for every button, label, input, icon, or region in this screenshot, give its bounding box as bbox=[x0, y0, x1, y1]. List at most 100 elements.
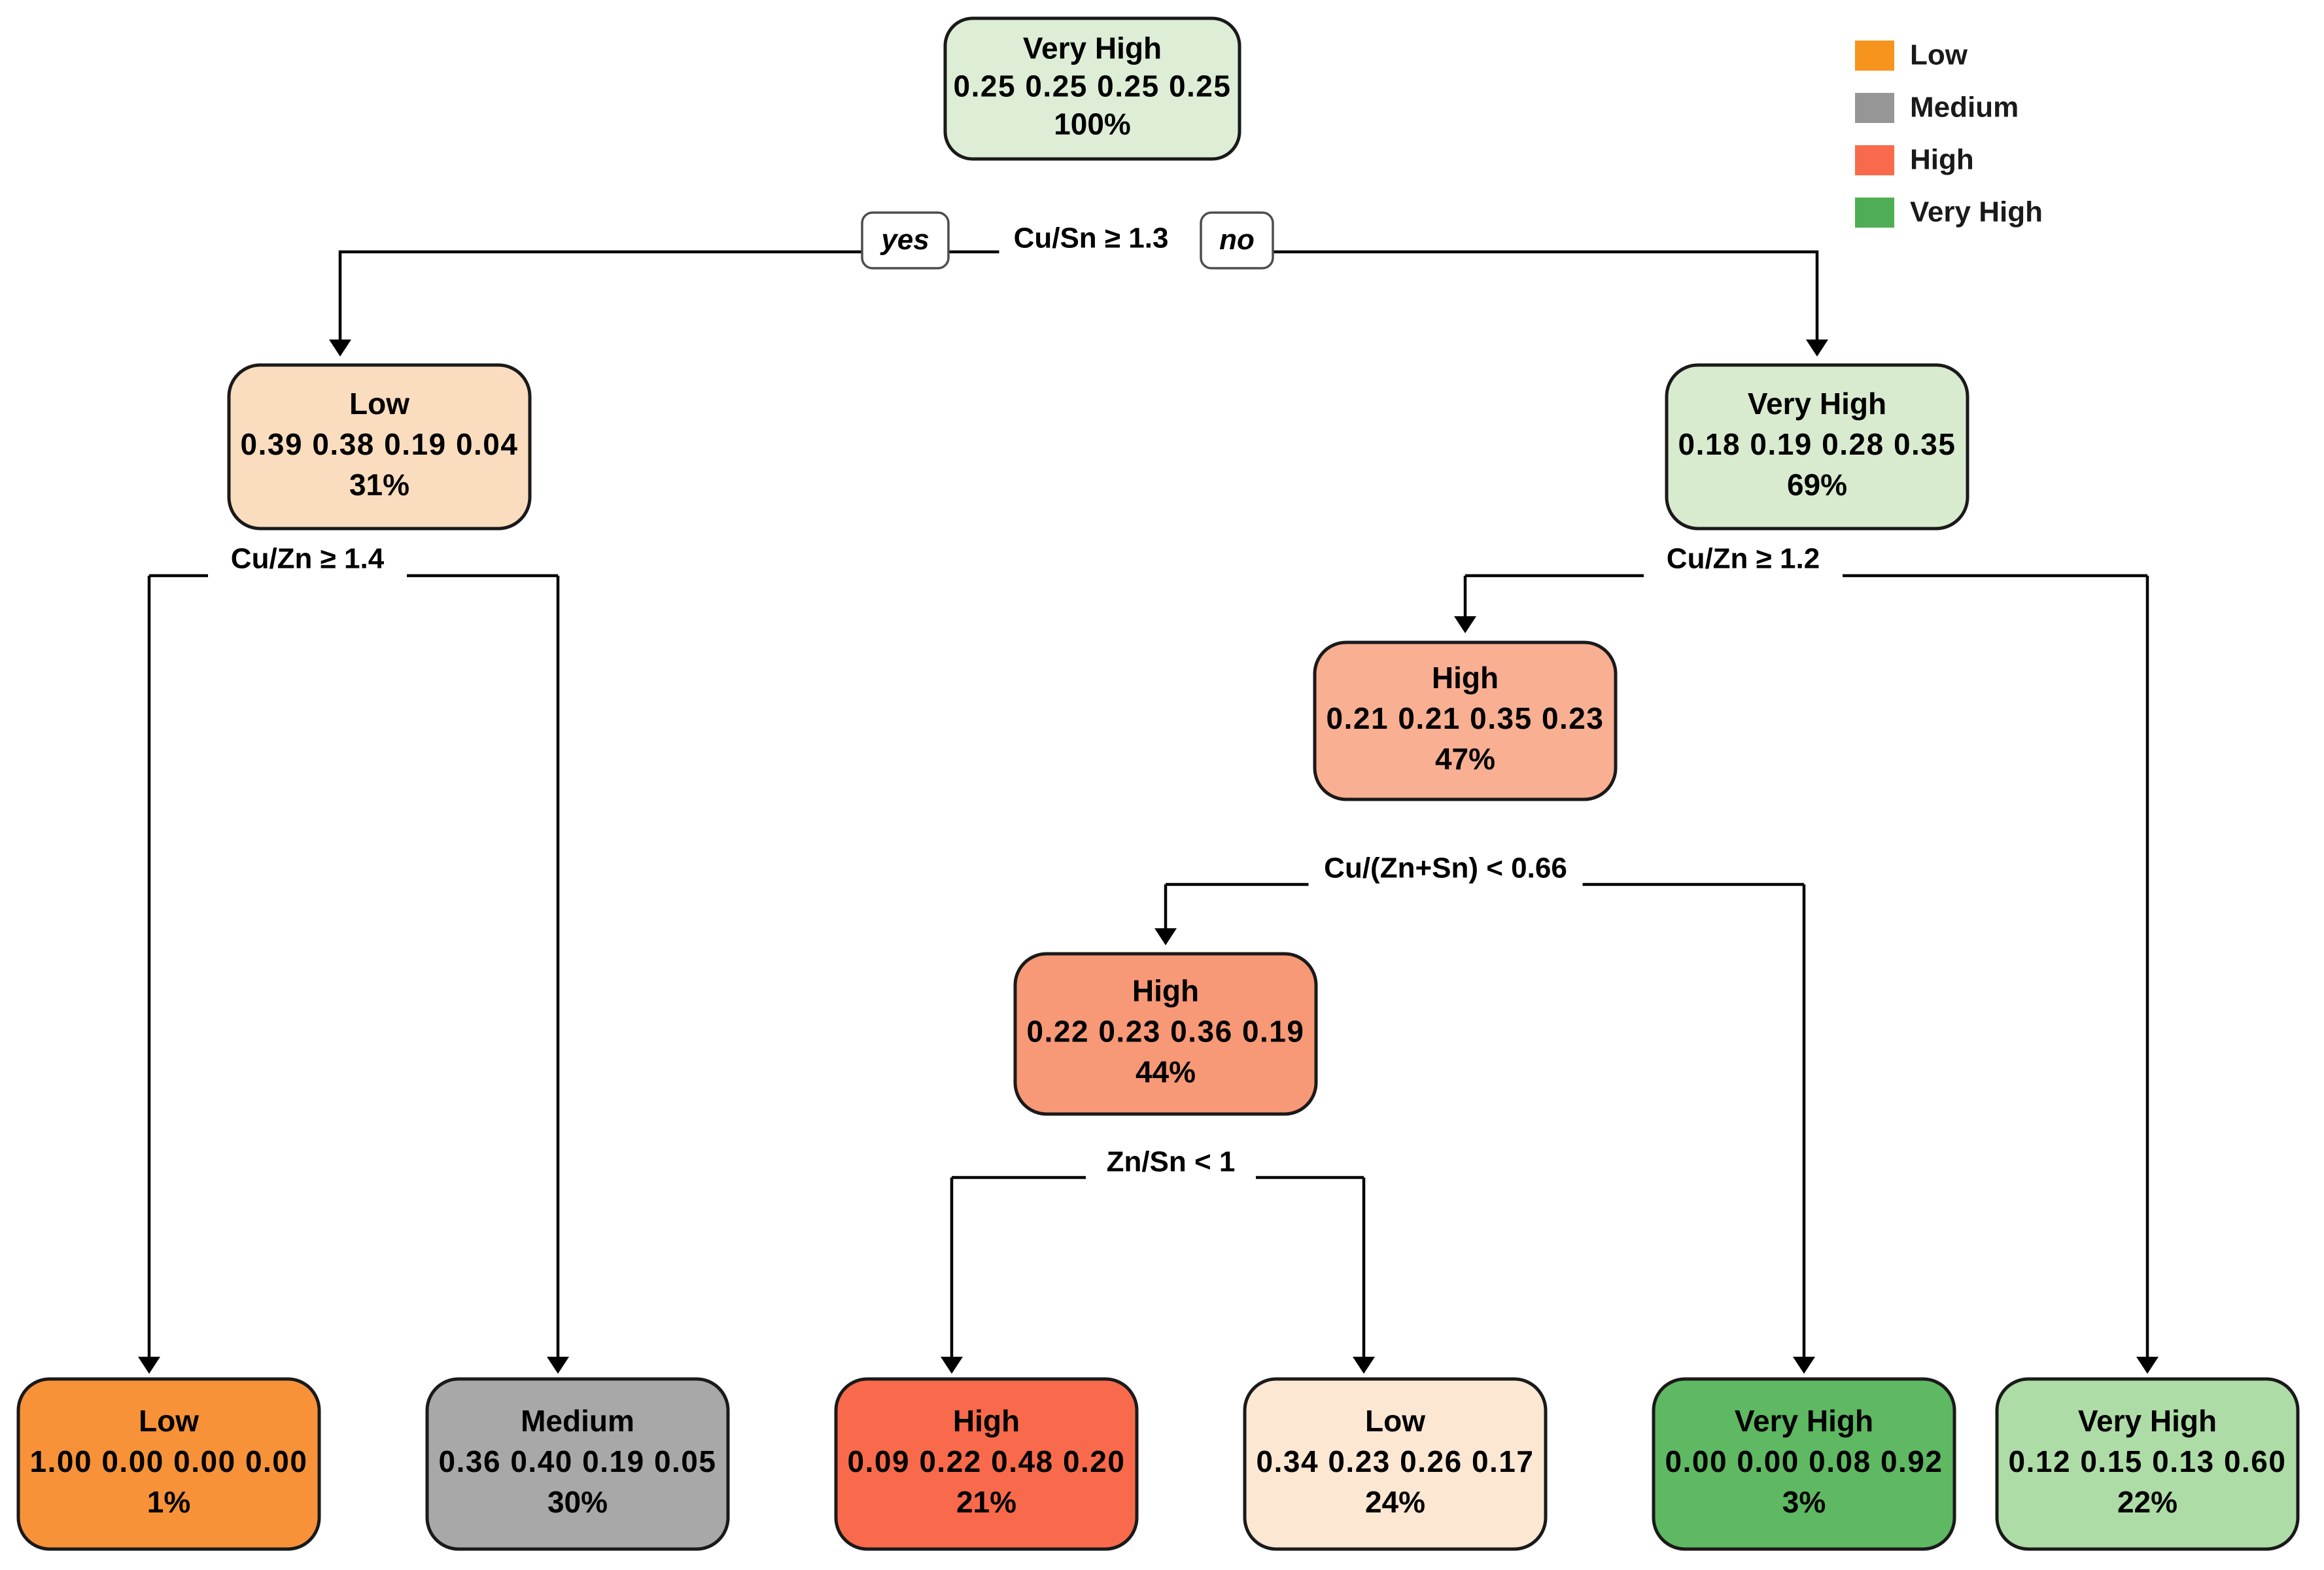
tree-node-leaf-vhigh-3[interactable]: Very High 0.00 0.00 0.08 0.92 3% bbox=[1652, 1377, 1956, 1551]
node-class-label: Very High bbox=[2078, 1404, 2217, 1438]
split-cu-sn: Cu/Sn ≥ 1.3 bbox=[1014, 222, 1169, 254]
tree-node-root[interactable]: Very High 0.25 0.25 0.25 0.25 100% bbox=[943, 16, 1241, 161]
node-class-label: Medium bbox=[521, 1404, 634, 1438]
edge-arrowhead bbox=[138, 1357, 160, 1374]
split-zn-sn: Zn/Sn < 1 bbox=[1107, 1146, 1236, 1178]
tree-node-leaf-medium-30[interactable]: Medium 0.36 0.40 0.19 0.05 30% bbox=[425, 1377, 730, 1551]
legend-item-very-high: Very High bbox=[1855, 196, 2043, 228]
node-box bbox=[1995, 1377, 2300, 1551]
tree-node-n-low-31[interactable]: Low 0.39 0.38 0.19 0.04 31% bbox=[227, 363, 532, 531]
legend-item-medium: Medium bbox=[1855, 92, 2019, 124]
split-cu-znsn: Cu/(Zn+Sn) < 0.66 bbox=[1324, 852, 1567, 884]
edge-arrowhead bbox=[1454, 616, 1476, 633]
legend-swatch-very-high bbox=[1855, 198, 1894, 228]
node-probabilities: 0.39 0.38 0.19 0.04 bbox=[241, 427, 519, 461]
node-box bbox=[1243, 1377, 1548, 1551]
legend-item-high: High bbox=[1855, 144, 1974, 176]
node-probabilities: 0.12 0.15 0.13 0.60 bbox=[2009, 1444, 2287, 1478]
no-box: no bbox=[1200, 211, 1274, 270]
edge-vhigh69-left bbox=[1454, 574, 1648, 633]
node-probabilities: 0.25 0.25 0.25 0.25 bbox=[954, 69, 1232, 103]
node-probabilities: 0.09 0.22 0.48 0.20 bbox=[848, 1444, 1126, 1478]
legend-label: Medium bbox=[1910, 92, 2019, 124]
node-probabilities: 0.21 0.21 0.35 0.23 bbox=[1327, 701, 1604, 735]
legend-item-low: Low bbox=[1855, 39, 1968, 71]
node-percentage: 21% bbox=[956, 1485, 1016, 1519]
node-box bbox=[425, 1377, 730, 1551]
split-label-bg bbox=[1094, 1144, 1248, 1183]
nodes-layer: Very High 0.25 0.25 0.25 0.25 100% Low 0.39 … bbox=[16, 16, 2300, 1551]
edge-arrowhead bbox=[941, 1357, 963, 1374]
edge-arrowhead bbox=[2136, 1357, 2159, 1374]
edge-path bbox=[338, 250, 1092, 343]
node-class-label: Low bbox=[1365, 1404, 1425, 1438]
tree-node-leaf-vhigh-22[interactable]: Very High 0.12 0.15 0.13 0.60 22% bbox=[1995, 1377, 2300, 1551]
node-box bbox=[16, 1377, 321, 1551]
node-probabilities: 0.22 0.23 0.36 0.19 bbox=[1027, 1015, 1305, 1049]
edges-layer bbox=[138, 250, 2159, 1374]
split-cu-zn-14: Cu/Zn ≥ 1.4 bbox=[231, 543, 385, 575]
legend-swatch-medium bbox=[1855, 93, 1894, 123]
node-class-label: Very High bbox=[1748, 387, 1886, 421]
node-box bbox=[1652, 1377, 1956, 1551]
node-percentage: 1% bbox=[147, 1485, 190, 1519]
node-class-label: Low bbox=[349, 387, 409, 421]
edge-vhigh69-right bbox=[1838, 574, 2159, 1374]
node-percentage: 24% bbox=[1365, 1485, 1425, 1519]
node-probabilities: 0.00 0.00 0.08 0.92 bbox=[1665, 1444, 1943, 1478]
node-box bbox=[1665, 363, 1969, 531]
edge-arrowhead bbox=[1806, 340, 1828, 357]
split-label-bg bbox=[208, 541, 407, 580]
node-percentage: 100% bbox=[1054, 107, 1131, 141]
yes-no-layer: yes no bbox=[861, 211, 1274, 270]
edge-high47-right bbox=[1544, 882, 1815, 1374]
node-class-label: Very High bbox=[1735, 1404, 1873, 1438]
edge-arrowhead bbox=[329, 340, 351, 357]
edge-arrowhead bbox=[547, 1357, 569, 1374]
node-percentage: 22% bbox=[2117, 1485, 2177, 1519]
edge-arrowhead bbox=[1353, 1357, 1375, 1374]
legend-swatch-high bbox=[1855, 145, 1894, 175]
node-percentage: 3% bbox=[1782, 1485, 1826, 1519]
node-box bbox=[1013, 952, 1318, 1116]
yes-no-box bbox=[1200, 211, 1274, 270]
edge-low31-left bbox=[138, 574, 216, 1374]
edge-root-left bbox=[329, 250, 1092, 357]
node-box bbox=[227, 363, 532, 531]
split-labels-layer: Cu/Sn ≥ 1.3Cu/Zn ≥ 1.4 Cu/Zn ≥ 1.2Cu/(Zn+… bbox=[208, 220, 1843, 1183]
node-probabilities: 0.34 0.23 0.26 0.17 bbox=[1257, 1444, 1535, 1478]
split-cu-zn-12: Cu/Zn ≥ 1.2 bbox=[1667, 543, 1820, 575]
split-label-bg bbox=[999, 220, 1183, 260]
edge-arrowhead bbox=[1793, 1357, 1815, 1374]
legend-label: Low bbox=[1910, 39, 1968, 71]
edge-high47-left bbox=[1154, 882, 1347, 945]
node-box bbox=[943, 16, 1241, 161]
node-probabilities: 0.18 0.19 0.28 0.35 bbox=[1678, 427, 1956, 461]
yes-no-label: no bbox=[1219, 224, 1255, 256]
node-probabilities: 0.36 0.40 0.19 0.05 bbox=[439, 1444, 717, 1478]
node-class-label: High bbox=[1432, 661, 1499, 695]
node-percentage: 30% bbox=[547, 1485, 608, 1519]
split-label-bg bbox=[1644, 541, 1843, 580]
edge-arrowhead bbox=[1154, 928, 1177, 945]
yes-box: yes bbox=[861, 211, 950, 270]
node-box bbox=[834, 1377, 1139, 1551]
legend-label: High bbox=[1910, 144, 1974, 176]
node-class-label: High bbox=[1132, 974, 1199, 1008]
node-percentage: 31% bbox=[349, 468, 409, 502]
node-box bbox=[1313, 640, 1618, 801]
edge-high44-right bbox=[1256, 1176, 1375, 1374]
yes-no-box bbox=[861, 211, 950, 270]
node-class-label: Very High bbox=[1023, 31, 1162, 65]
edge-low31-right bbox=[399, 574, 569, 1374]
legend-label: Very High bbox=[1910, 196, 2043, 228]
edge-high44-left bbox=[941, 1176, 1086, 1374]
tree-node-leaf-low-24[interactable]: Low 0.34 0.23 0.26 0.17 24% bbox=[1243, 1377, 1548, 1551]
edge-root-right bbox=[1273, 250, 1828, 357]
